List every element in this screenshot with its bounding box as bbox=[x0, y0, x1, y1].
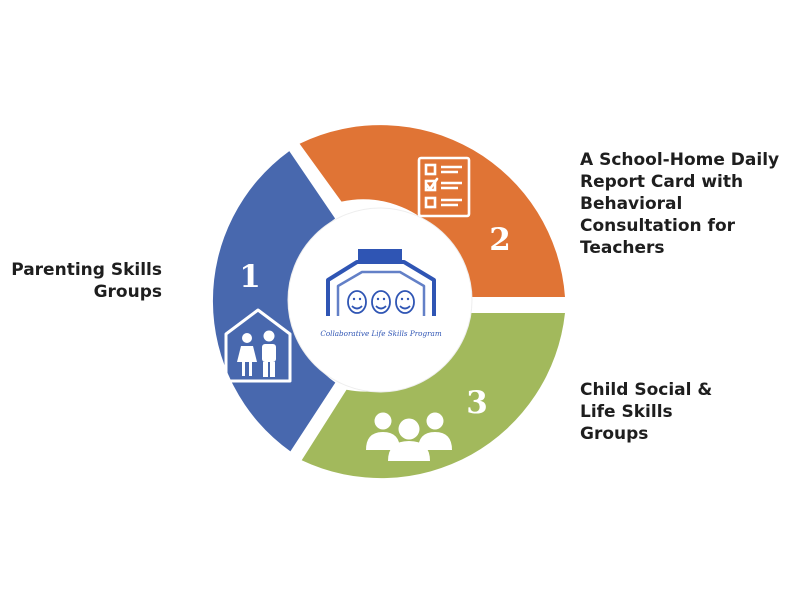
center-disc bbox=[288, 208, 472, 392]
family-home-icon bbox=[224, 308, 292, 383]
label-daily-report-card: A School-Home Daily Report Card with Beh… bbox=[580, 149, 779, 259]
label-2-line: Consultation for bbox=[580, 216, 736, 236]
label-1-line: Groups bbox=[93, 282, 162, 302]
group-people-icon bbox=[366, 412, 452, 461]
logo-caption: Collaborative Life Skills Program bbox=[320, 329, 441, 338]
label-2-line: A School-Home Daily bbox=[580, 150, 780, 170]
label-2-line: Teachers bbox=[580, 238, 665, 258]
segment-3-number: 3 bbox=[466, 385, 488, 421]
segment-3-child-social-skills bbox=[301, 313, 565, 479]
segment-1-parenting-skills bbox=[212, 151, 336, 452]
label-2-line: Report Card with bbox=[580, 172, 744, 192]
checklist-icon bbox=[417, 156, 471, 218]
label-1-line: Parenting Skills bbox=[11, 260, 162, 280]
segment-2-daily-report-card bbox=[299, 125, 565, 297]
label-2-line: Behavioral bbox=[580, 194, 683, 214]
segment-2-number: 2 bbox=[489, 222, 511, 258]
program-logo: Collaborative Life Skills Program bbox=[320, 249, 442, 338]
label-3-line: Life Skills bbox=[580, 402, 673, 422]
segment-1-number: 1 bbox=[239, 259, 261, 295]
label-3-line: Groups bbox=[580, 424, 649, 444]
label-3-line: Child Social & bbox=[580, 380, 713, 400]
label-child-social-skills: Child Social & Life Skills Groups bbox=[580, 379, 712, 445]
label-parenting-skills: Parenting Skills Groups bbox=[11, 259, 162, 303]
